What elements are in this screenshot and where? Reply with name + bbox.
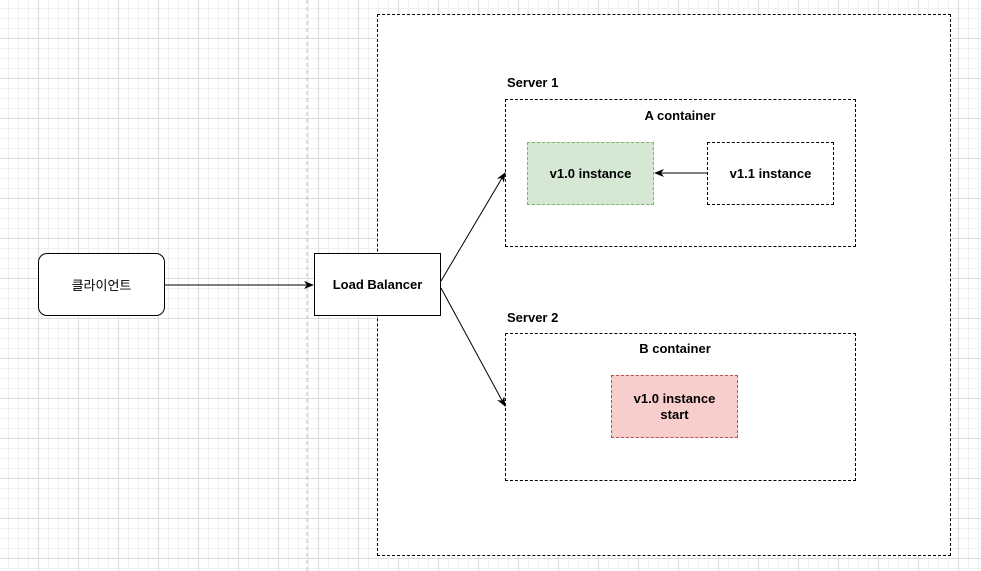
- server-1-title: Server 1: [507, 75, 559, 90]
- a-container-title: A container: [644, 108, 716, 123]
- client-label: 클라이언트: [71, 278, 132, 293]
- b-container-title: B container: [639, 341, 711, 356]
- v10-instance-node-b[interactable]: v1.0 instance start: [611, 375, 738, 438]
- v11-instance-node-a[interactable]: v1.1 instance: [707, 142, 834, 205]
- load-balancer-label: Load Balancer: [332, 277, 423, 292]
- v10-instance-a-label: v1.0 instance: [549, 166, 632, 181]
- client-node[interactable]: 클라이언트: [38, 253, 165, 316]
- lb-to-server2-arrow: [440, 287, 506, 407]
- v10-instance-b-label-line1: v1.0 instance: [633, 390, 716, 406]
- v10-instance-b-label-line2: start: [660, 406, 689, 422]
- lb-to-server1-arrow: [440, 172, 506, 282]
- v10-instance-node-a[interactable]: v1.0 instance: [527, 142, 654, 205]
- v11-instance-a-label: v1.1 instance: [729, 166, 812, 181]
- load-balancer-node[interactable]: Load Balancer: [314, 253, 441, 316]
- server-2-title: Server 2: [507, 310, 559, 325]
